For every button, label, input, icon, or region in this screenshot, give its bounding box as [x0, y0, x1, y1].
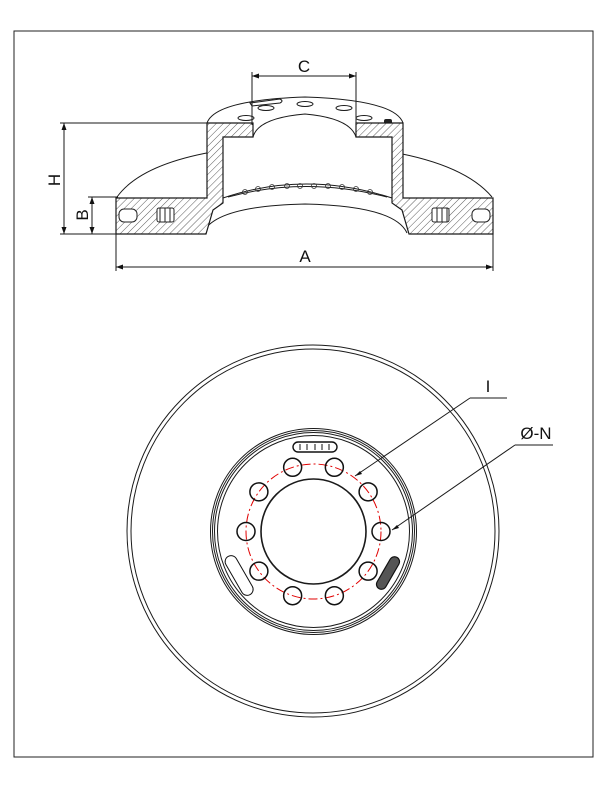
dimension-b: B: [73, 196, 118, 234]
dimension-c-label: C: [298, 57, 310, 76]
dimension-a-label: A: [299, 247, 311, 266]
section-right: [355, 122, 494, 235]
hub-outer-edge: [210, 428, 417, 635]
callout-bolt-circle: I: [354, 377, 507, 477]
slot-top: [292, 441, 338, 453]
dimension-h-label: H: [45, 174, 64, 186]
bolt-hole: [282, 585, 303, 606]
disc-outer-edge: [126, 344, 500, 718]
bolt-hole: [324, 585, 345, 606]
bolt-hole: [371, 521, 391, 542]
slot-left: [224, 555, 254, 596]
bolt-hole: [358, 561, 378, 581]
slot-right: [375, 556, 401, 590]
dimension-b-label: B: [73, 209, 92, 220]
cross-section-view: C H B A: [45, 57, 494, 271]
bolt-hole: [249, 561, 269, 581]
dimension-c: C: [251, 57, 357, 125]
dimension-h: H: [45, 122, 207, 235]
bolt-holes: [236, 457, 391, 606]
bolt-hole: [358, 482, 378, 502]
section-left: [115, 122, 254, 235]
bolt-hole: [249, 482, 269, 502]
center-bore: [260, 478, 367, 585]
bolt-hole: [324, 457, 345, 478]
plan-view: I Ø-N: [126, 344, 553, 718]
bolt-circle: [245, 463, 382, 600]
bolt-hole: [236, 521, 256, 542]
callout-bolt-holes-label: Ø-N: [520, 424, 551, 443]
callout-bolt-holes: Ø-N: [391, 424, 553, 531]
drawing-frame: [13, 30, 594, 758]
bolt-hole: [282, 457, 303, 478]
dimension-a: A: [115, 234, 494, 271]
callout-bolt-circle-label: I: [486, 377, 491, 396]
